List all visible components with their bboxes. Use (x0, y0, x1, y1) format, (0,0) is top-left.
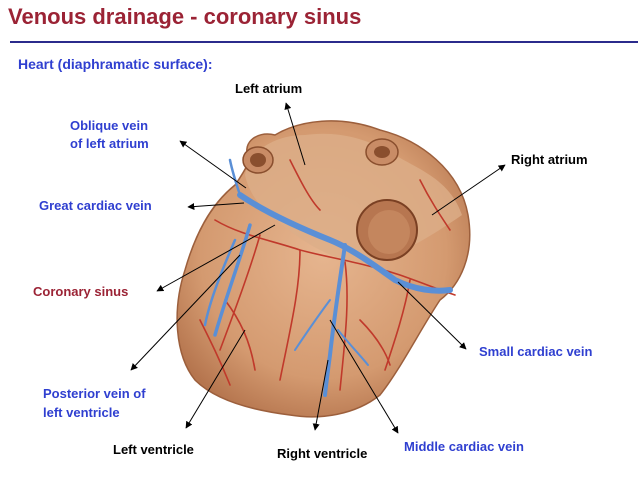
leader-left-ventricle (185, 329, 246, 429)
label-coronary-sinus: Coronary sinus (33, 284, 129, 299)
label-oblique-vein-line2: of left atrium (70, 136, 149, 151)
leader-oblique-vein (179, 140, 247, 189)
leader-middle-cardiac-vein (329, 319, 399, 434)
label-left-atrium: Left atrium (235, 81, 303, 96)
label-posterior-vein-line2: left ventricle (43, 405, 120, 420)
label-posterior-vein-line1: Posterior vein of (43, 386, 146, 401)
label-right-atrium: Right atrium (511, 152, 588, 167)
leader-great-cardiac-vein (187, 202, 245, 211)
subtitle: Heart (diaphramatic surface): (18, 56, 213, 72)
title-divider (10, 41, 638, 43)
page-title: Venous drainage - coronary sinus (8, 4, 362, 29)
label-oblique-vein-line1: Oblique vein (70, 118, 149, 133)
label-right-ventricle: Right ventricle (277, 446, 368, 461)
leader-left-atrium (284, 102, 306, 166)
leader-posterior-vein (130, 254, 241, 371)
label-left-ventricle: Left ventricle (113, 442, 194, 457)
label-small-cardiac-vein: Small cardiac vein (479, 344, 593, 359)
leader-lines (130, 102, 506, 434)
leader-small-cardiac-vein (397, 281, 467, 350)
leader-right-ventricle (312, 359, 329, 431)
leader-right-atrium (431, 164, 506, 216)
leader-coronary-sinus (156, 224, 276, 292)
label-middle-cardiac-vein: Middle cardiac vein (404, 439, 524, 454)
label-great-cardiac-vein: Great cardiac vein (39, 198, 152, 213)
